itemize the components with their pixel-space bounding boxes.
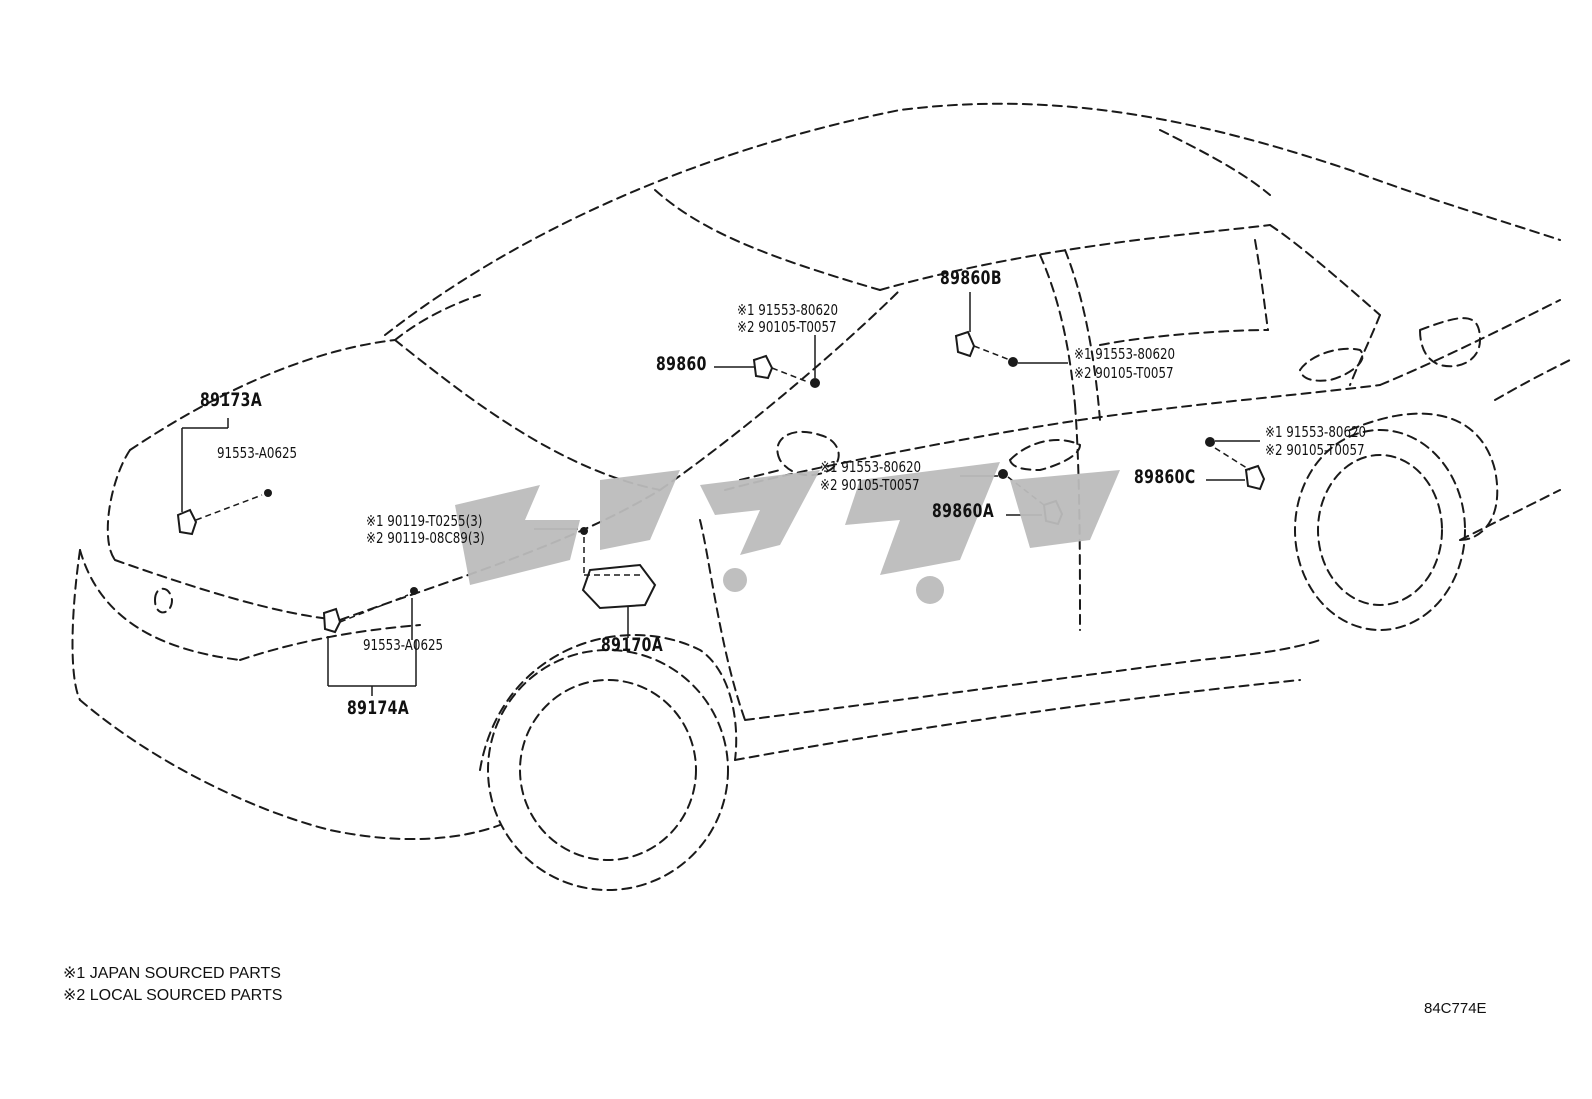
part-label-89860c-local-bolt[interactable]: ※2 90105-T0057 (1265, 441, 1365, 459)
part-label-89173a[interactable]: 89173A (200, 389, 263, 411)
part-label-89860c[interactable]: 89860C (1134, 466, 1196, 488)
part-label-89860c-japan-bolt[interactable]: ※1 91553-80620 (1265, 423, 1367, 441)
note-local-sourced: ※2 LOCAL SOURCED PARTS (63, 987, 283, 1004)
part-label-91553-a0625-lower[interactable]: 91553-A0625 (363, 636, 444, 654)
part-label-89860[interactable]: 89860 (656, 353, 707, 375)
part-label-89170a-local-bolt[interactable]: ※2 90119-08C89(3) (366, 529, 485, 547)
part-label-89860a-japan-bolt[interactable]: ※1 91553-80620 (820, 458, 922, 476)
part-label-89860-local-bolt[interactable]: ※2 90105-T0057 (737, 318, 837, 336)
part-label-89860a-local-bolt[interactable]: ※2 90105-T0057 (820, 476, 920, 494)
part-label-89170a-japan-bolt[interactable]: ※1 90119-T0255(3) (366, 512, 483, 530)
part-label-89860b-japan-bolt[interactable]: ※1 91553-80620 (1074, 345, 1176, 363)
part-label-91553-a0625-upper[interactable]: 91553-A0625 (217, 444, 298, 462)
part-label-89170a[interactable]: 89170A (601, 634, 664, 656)
part-label-89860a[interactable]: 89860A (932, 500, 995, 522)
watermark-logo (455, 462, 1120, 604)
part-label-89174a[interactable]: 89174A (347, 697, 410, 719)
part-label-89860b[interactable]: 89860B (940, 267, 1002, 289)
diagram-code: 84C774E (1424, 1000, 1487, 1017)
note-japan-sourced: ※1 JAPAN SOURCED PARTS (63, 965, 281, 982)
part-label-89860b-local-bolt[interactable]: ※2 90105-T0057 (1074, 364, 1174, 382)
part-label-89860-japan-bolt[interactable]: ※1 91553-80620 (737, 301, 839, 319)
